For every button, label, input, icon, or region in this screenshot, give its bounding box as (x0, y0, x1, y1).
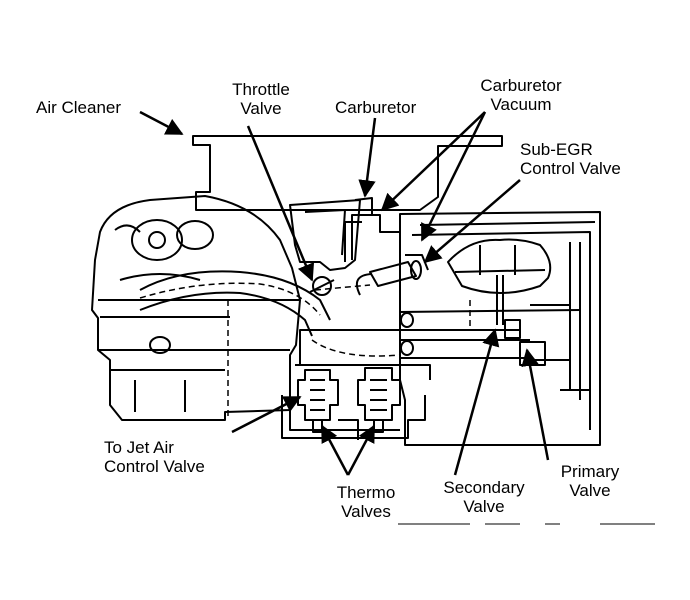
primary-valve-body (519, 341, 546, 366)
arrow-throttle-valve (246, 125, 315, 282)
arrow-carburetor-vacuum-b (420, 111, 487, 242)
label-air-cleaner: Air Cleaner (36, 98, 122, 117)
label-jet-air-control-valve: To Jet Air Control Valve (104, 438, 205, 476)
carburetor-body (289, 199, 361, 271)
throttle-valve-disc (309, 276, 335, 296)
thermo-valve-left (297, 369, 339, 421)
label-primary-valve: Primary Valve (560, 462, 620, 500)
engine-block (91, 195, 301, 421)
arrow-jet-air (231, 395, 302, 434)
label-carburetor-vacuum: Carburetor Vacuum (480, 76, 562, 114)
air-cleaner-housing (192, 135, 503, 211)
label-secondary-valve: Secondary Valve (443, 478, 525, 516)
arrow-thermo-b (346, 424, 376, 476)
label-sub-egr-control-valve: Sub-EGR Control Valve (520, 140, 621, 178)
arrow-primary (521, 348, 550, 461)
secondary-valve-body (504, 319, 521, 339)
egr-diaphragm (447, 238, 552, 294)
intake-manifold (139, 270, 331, 321)
arrow-secondary (453, 328, 500, 476)
label-thermo-valves: Thermo Valves (336, 483, 396, 521)
arrow-carburetor-vacuum-a (380, 111, 486, 212)
arrow-thermo-a (320, 424, 350, 476)
arrow-air-cleaner (139, 110, 184, 136)
arrow-sub-egr (423, 179, 521, 264)
thermo-valve-right (357, 367, 401, 421)
sub-egr-control-valve (369, 261, 417, 287)
arrow-carburetor (358, 117, 377, 198)
label-throttle-valve: Throttle Valve (232, 80, 290, 118)
label-carburetor: Carburetor (335, 98, 417, 117)
